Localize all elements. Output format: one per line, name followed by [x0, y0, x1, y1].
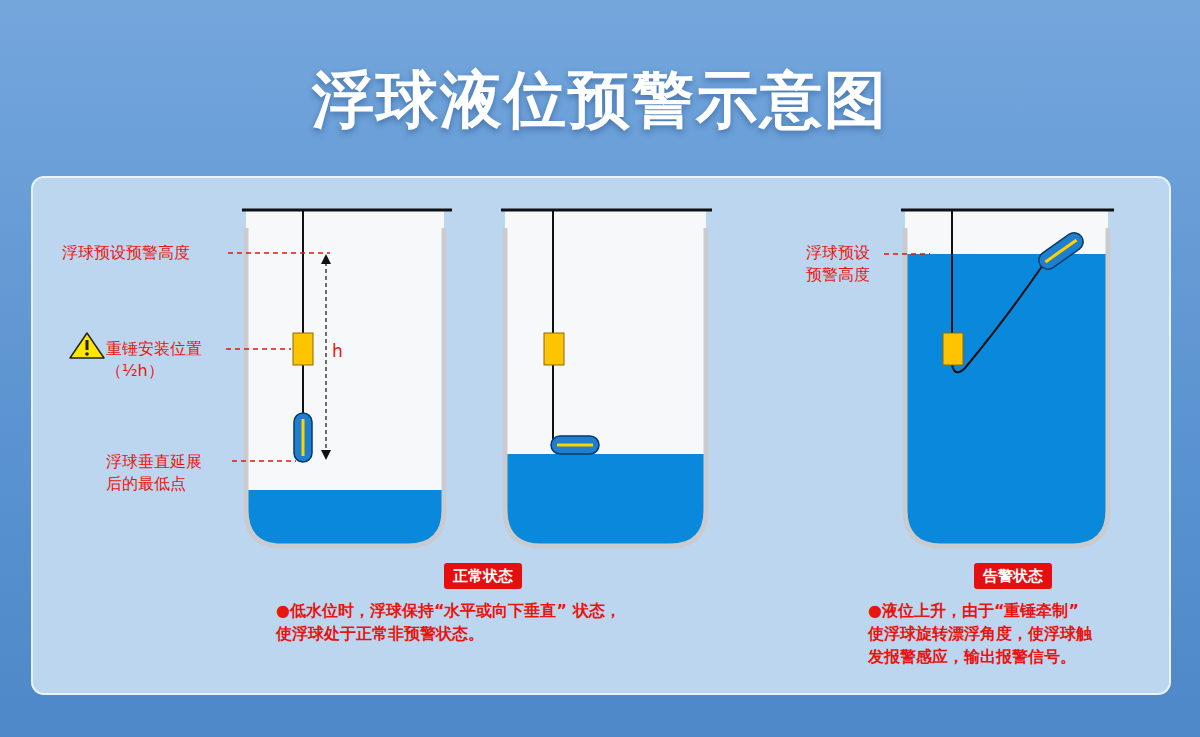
- panel: [32, 177, 1170, 694]
- height-label: 浮球预设 预警高度: [806, 242, 882, 286]
- status-badge: 正常状态: [444, 563, 522, 589]
- normal-description: ●低水位时，浮球保持“水平或向下垂直” 状态，使浮球处于正常非预警状态。: [276, 599, 666, 645]
- height-label: 浮球预设预警高度: [62, 242, 232, 264]
- tank-normal-2: [501, 210, 712, 546]
- tank-alarm: [884, 210, 1114, 546]
- diagram-title: 浮球液位预警示意图: [0, 58, 1200, 142]
- badge-text: 正常状态: [444, 563, 522, 589]
- status-badge: 告警状态: [974, 563, 1052, 589]
- badge-text: 告警状态: [974, 563, 1052, 589]
- lowest-point-label: 浮球垂直延展 后的最低点: [106, 451, 218, 495]
- dimension-label: h: [332, 340, 352, 362]
- alarm-description: ●液位上升，由于“重锤牵制” 使浮球旋转漂浮角度，使浮球触 发报警感应，输出报警…: [868, 599, 1158, 668]
- weight-position-label: 重锤安装位置 （½h）: [106, 338, 218, 382]
